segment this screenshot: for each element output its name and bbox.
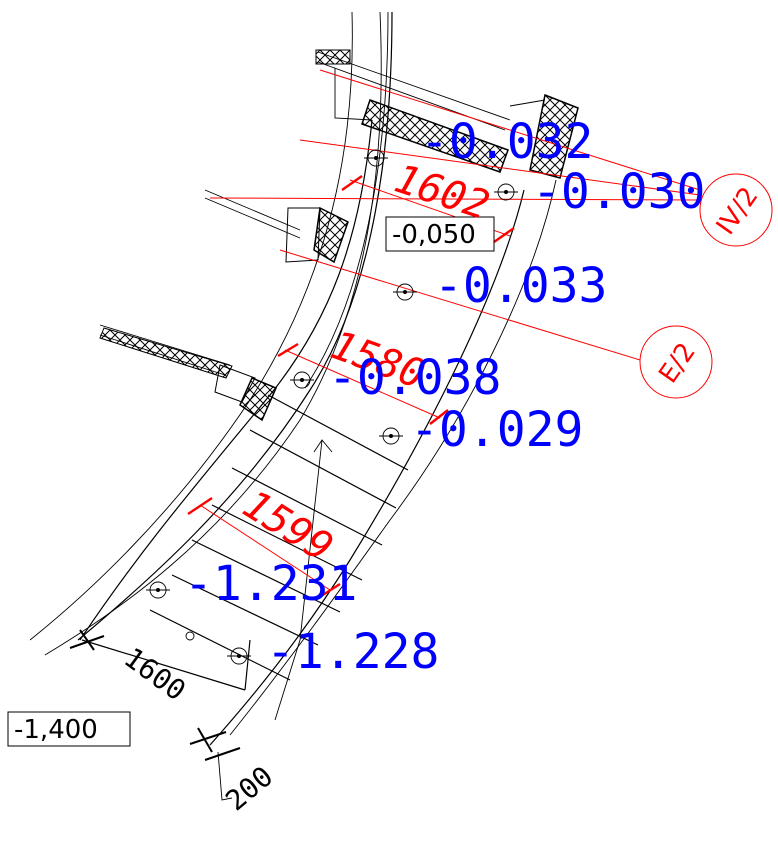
- target-icon: [393, 283, 417, 301]
- elevation-middle: -0.038: [328, 350, 501, 406]
- target-icon: [146, 581, 170, 599]
- elevation-targets: [146, 149, 518, 665]
- elevation-mid-right: -0.033: [434, 258, 607, 314]
- wall-segments: [99, 49, 579, 422]
- target-icon: [364, 149, 388, 167]
- target-icon: [227, 647, 251, 665]
- target-icon: [290, 371, 314, 389]
- grid-axis-bubble-lower: [639, 325, 713, 399]
- grid-axis-label-lower: E/2: [653, 337, 702, 388]
- elevation-stair-upper: -1.231: [184, 556, 357, 612]
- grid-axis-label-upper: IV/2: [711, 182, 765, 241]
- dimension-stair-width: 1600: [118, 641, 192, 707]
- elevation-top-right: -0.032: [420, 114, 593, 170]
- grid-axis-bubble-upper: [699, 173, 773, 247]
- stair-treads: [81, 394, 409, 721]
- dimension-wall: 200: [219, 760, 279, 818]
- level-box-landing-text: -0,050: [392, 220, 476, 250]
- target-icon: [379, 427, 403, 445]
- black-dimension-lines: [69, 629, 241, 801]
- elevation-right-upper: -0.030: [532, 164, 705, 220]
- level-box-ground-text: -1,400: [14, 715, 98, 745]
- target-icon: [494, 183, 518, 201]
- elevation-stair-lower: -1.228: [266, 624, 439, 680]
- level-box-ground: -1,400: [7, 711, 131, 747]
- elevation-lower-right: -0.029: [410, 402, 583, 458]
- level-box-landing: -0,050: [385, 216, 495, 252]
